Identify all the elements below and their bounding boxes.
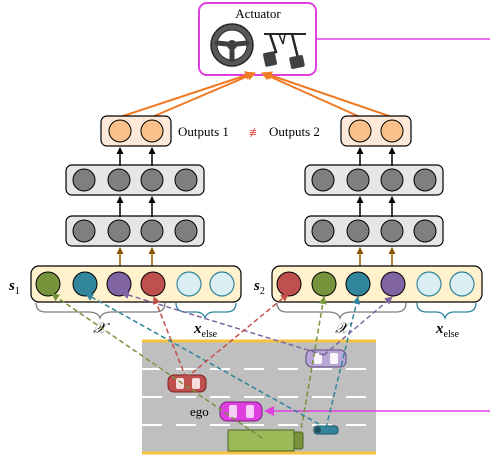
input-layer-2: [271, 265, 483, 303]
purple-car-icon: [305, 349, 347, 368]
hidden-layer-2-bottom: [304, 215, 444, 247]
s1-label: s1: [8, 278, 20, 297]
hidden-layer-1-top: [65, 164, 205, 196]
input-braces: [35, 302, 477, 321]
xelse-label-1: xelse: [193, 321, 218, 340]
actuator-label: Actuator: [235, 6, 281, 21]
pedals-icon: [263, 33, 306, 69]
output-to-actuator-arrows: [119, 71, 393, 118]
output-layer-1: [100, 115, 172, 147]
hidden-layer-2-top: [304, 164, 444, 196]
ego-label: ego: [190, 404, 209, 419]
input-layer-1: [30, 265, 242, 303]
s2-label: s2: [253, 278, 265, 297]
green-truck-icon: [227, 429, 304, 452]
outputs-1-label: Outputs 1: [178, 124, 229, 139]
red-car-icon: [167, 374, 207, 393]
hidden-layer-1-bottom: [65, 215, 205, 247]
vehicle-to-input-dashed-lines: [51, 291, 393, 439]
chi-label-2: 𝒳: [335, 321, 352, 337]
chi-label-1: 𝒳: [93, 321, 110, 337]
blue-motorcycle-icon: [313, 425, 339, 435]
outputs-2-label: Outputs 2: [269, 124, 320, 139]
xelse-label-2: xelse: [435, 321, 460, 340]
input-arrows-brown: [116, 247, 396, 266]
ego-car-icon: [219, 401, 263, 422]
actuator-box: Actuator: [198, 2, 317, 76]
steering-wheel-icon: [210, 23, 254, 67]
not-equivalent-symbol: ≢: [249, 126, 263, 141]
layer-arrows-black: [116, 147, 396, 217]
output-layer-2: [340, 115, 412, 147]
